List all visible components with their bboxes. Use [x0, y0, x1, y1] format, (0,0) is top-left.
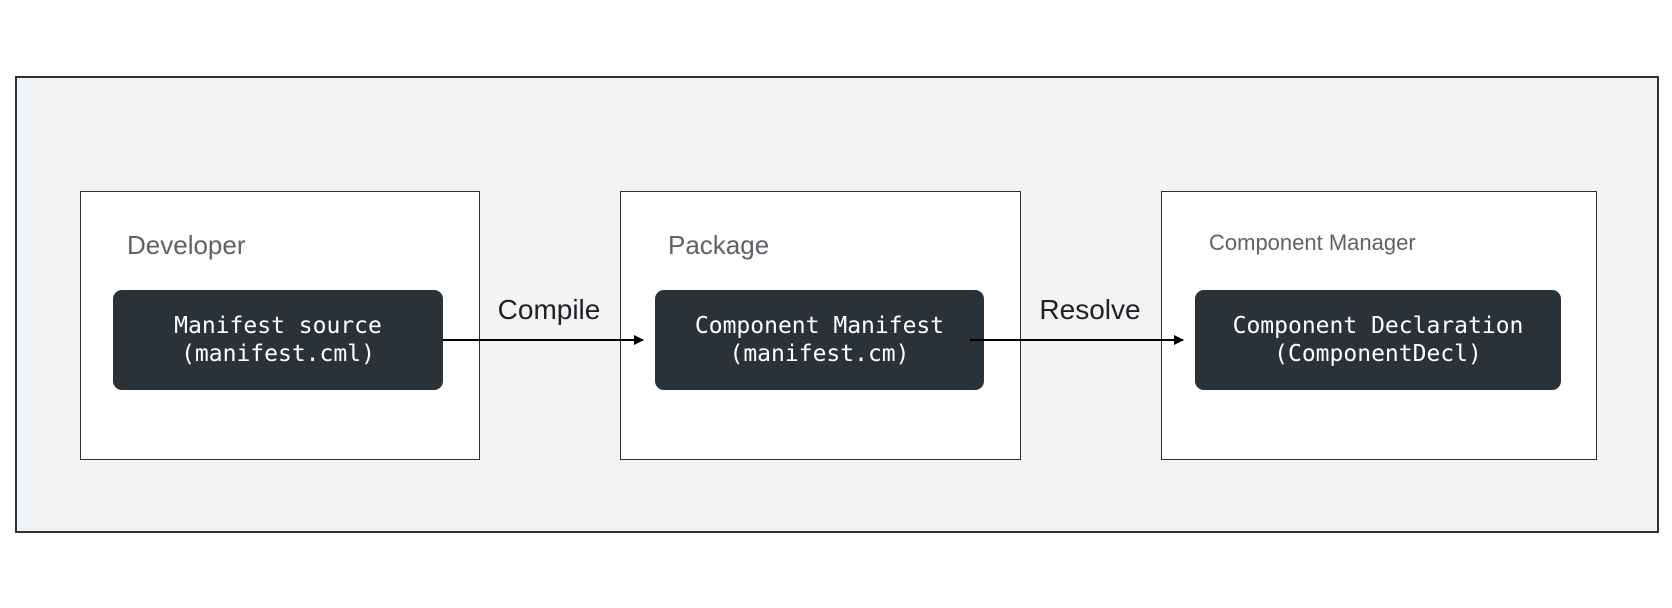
node-subtitle: (manifest.cm) — [729, 341, 910, 367]
node-title: Component Manifest — [694, 313, 945, 339]
stage-label-component-manager: Component Manager — [1209, 230, 1416, 255]
stage-label-developer: Developer — [127, 230, 246, 260]
node-subtitle: (manifest.cml) — [181, 341, 375, 367]
edge-label-resolve: Resolve — [1039, 294, 1141, 325]
node-title: Component Declaration — [1232, 313, 1524, 339]
node-component-declaration: Component Declaration (ComponentDecl) — [1195, 290, 1561, 390]
node-subtitle: (ComponentDecl) — [1274, 341, 1482, 367]
node-title: Manifest source — [174, 313, 382, 339]
node-manifest-source: Manifest source (manifest.cml) — [113, 290, 443, 390]
stage-label-package: Package — [668, 230, 770, 260]
edge-label-compile: Compile — [497, 294, 601, 325]
node-component-manifest: Component Manifest (manifest.cm) — [655, 290, 984, 390]
